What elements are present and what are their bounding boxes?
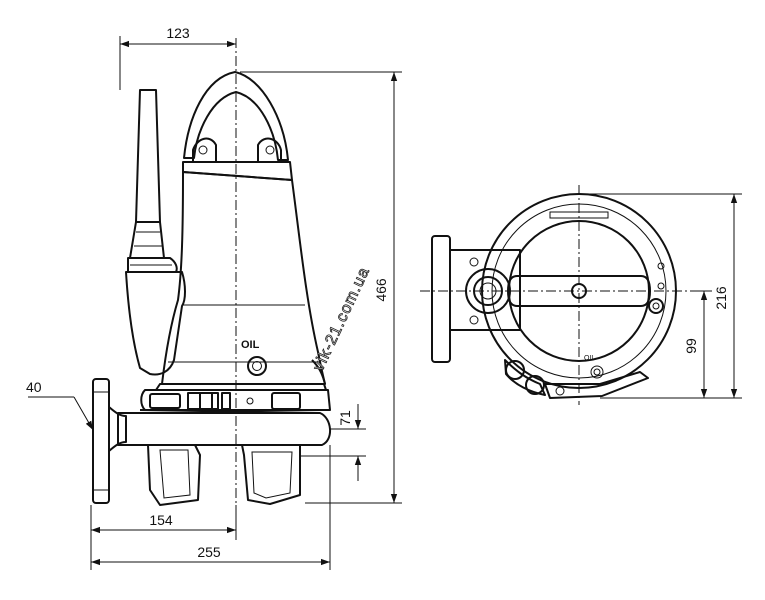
oil-label-side: OIL <box>241 339 260 351</box>
dim-216: 216 <box>713 286 729 310</box>
oil-plug: OIL <box>241 339 267 376</box>
right-foot <box>241 444 301 505</box>
dim-123: 123 <box>166 25 190 41</box>
dim-71: 71 <box>337 410 353 426</box>
cable-entry-box <box>125 271 186 376</box>
pump-volute <box>117 412 331 446</box>
power-cable <box>127 89 178 273</box>
dim-99: 99 <box>683 338 699 354</box>
motor-housing <box>161 171 326 385</box>
dim-255: 255 <box>197 544 221 560</box>
top-view: OIL <box>420 185 700 405</box>
side-view: OIL <box>92 38 331 540</box>
dim-466: 466 <box>373 278 389 302</box>
left-foot <box>147 444 201 506</box>
dim-154: 154 <box>149 512 173 528</box>
dim-40: 40 <box>26 379 42 395</box>
motor-top-band <box>182 161 293 181</box>
dimension-lines: 123 466 71 40 154 255 216 99 <box>26 25 742 570</box>
outlet-flange <box>92 378 127 504</box>
oil-label-top: OIL <box>584 355 595 362</box>
lifting-handle <box>183 71 289 161</box>
cable-entry-top <box>504 359 546 396</box>
watermark-text: vik-21.com.ua <box>310 264 373 373</box>
